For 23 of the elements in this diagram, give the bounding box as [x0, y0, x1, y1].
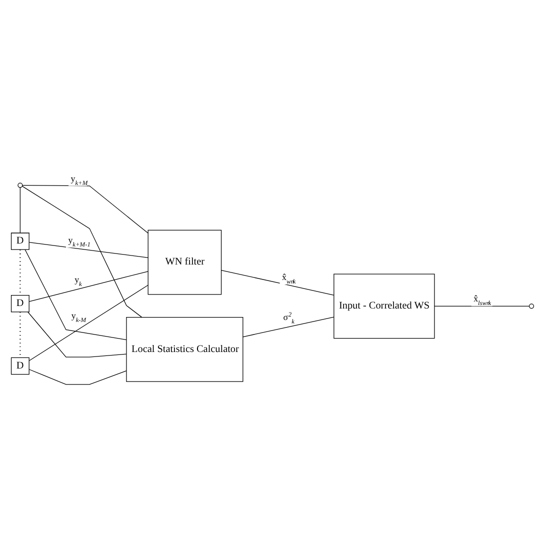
connector [242, 316, 334, 337]
connector [22, 184, 148, 233]
connector [28, 368, 127, 384]
edge-label: y$_{k+M}$ [70, 172, 88, 186]
connector [28, 270, 148, 302]
connector [20, 249, 21, 295]
connector [28, 242, 148, 258]
connector [24, 248, 127, 340]
node-box: Local Statistics Calculator [126, 316, 244, 382]
node-circle [18, 182, 23, 188]
edge-label: y$_{k+M-1}$ [68, 234, 90, 248]
node-box: Input - Correlated WS [334, 273, 435, 338]
connector [434, 305, 530, 306]
node-box: D [10, 294, 30, 312]
node-circle [528, 303, 534, 308]
node-box: D [10, 232, 30, 250]
node-box: D [10, 356, 30, 374]
edge-label: y$_{k-M}$ [71, 310, 86, 324]
connector [28, 311, 127, 357]
edge-label: y$_{k}$ [74, 274, 82, 288]
connector [22, 185, 142, 318]
node-box: WN filter [148, 229, 222, 294]
connector [28, 284, 148, 361]
